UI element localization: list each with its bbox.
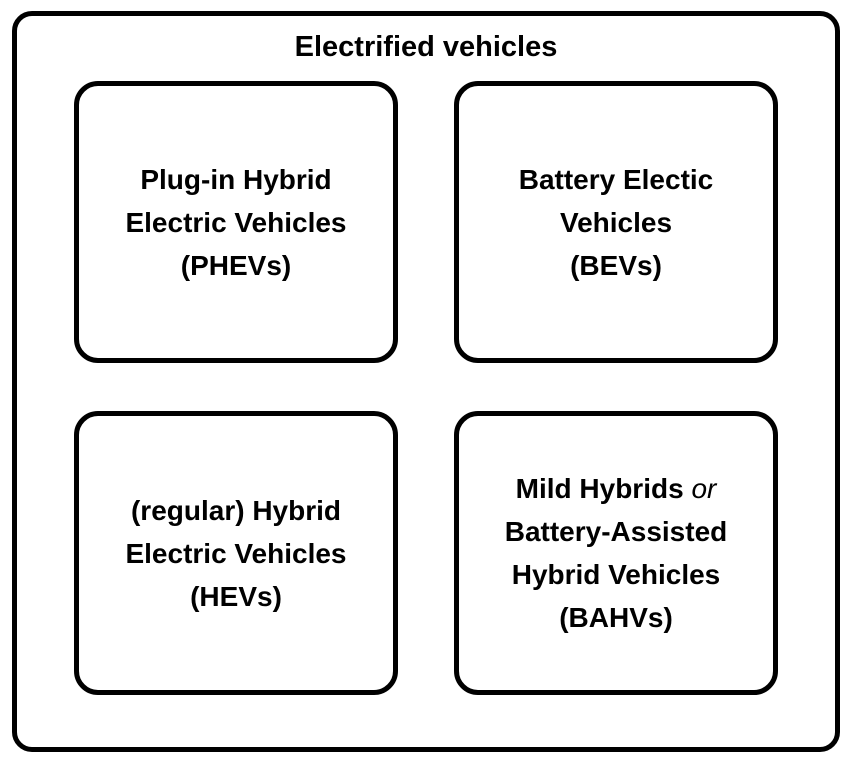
box-bahvs: Mild Hybrids or Battery-Assisted Hybrid …	[454, 411, 778, 695]
box-bahvs-line-1: Mild Hybrids or	[505, 467, 728, 510]
box-hevs-label: (regular) Hybrid Electric Vehicles (HEVs…	[125, 489, 346, 618]
box-phevs: Plug-in Hybrid Electric Vehicles (PHEVs)	[74, 81, 398, 363]
box-bahvs-line-3: Hybrid Vehicles	[511, 559, 721, 590]
box-bevs-line-3: (BEVs)	[570, 249, 662, 281]
box-phevs-line-2: Electric Vehicles	[125, 206, 347, 238]
box-bahvs-line-2: Battery-Assisted	[504, 516, 728, 547]
electrified-vehicles-frame: Electrified vehicles Plug-in Hybrid Elec…	[12, 11, 840, 752]
diagram-title: Electrified vehicles	[294, 31, 558, 63]
box-hevs-line-1: (regular) Hybrid	[130, 494, 341, 526]
box-hevs: (regular) Hybrid Electric Vehicles (HEVs…	[74, 411, 398, 695]
box-bahvs-line-4: (BAHVs)	[559, 602, 673, 633]
box-phevs-label: Plug-in Hybrid Electric Vehicles (PHEVs)	[125, 158, 346, 287]
box-bevs-line-2: Vehicles	[559, 206, 673, 238]
box-bevs-label: Battery Electic Vehicles (BEVs)	[519, 158, 714, 287]
box-bevs: Battery Electic Vehicles (BEVs)	[454, 81, 778, 363]
box-hevs-line-2: Electric Vehicles	[125, 537, 347, 569]
box-hevs-line-3: (HEVs)	[190, 580, 282, 612]
or-word: or	[691, 473, 717, 504]
vehicle-boxes-grid: Plug-in Hybrid Electric Vehicles (PHEVs)…	[17, 81, 835, 695]
box-phevs-line-3: (PHEVs)	[180, 249, 292, 281]
box-bahvs-line-1-prefix: Mild Hybrids	[515, 473, 684, 504]
box-bahvs-label: Mild Hybrids or Battery-Assisted Hybrid …	[505, 467, 728, 639]
box-bevs-line-1: Battery Electic	[518, 163, 714, 195]
box-phevs-line-1: Plug-in Hybrid	[140, 163, 332, 195]
